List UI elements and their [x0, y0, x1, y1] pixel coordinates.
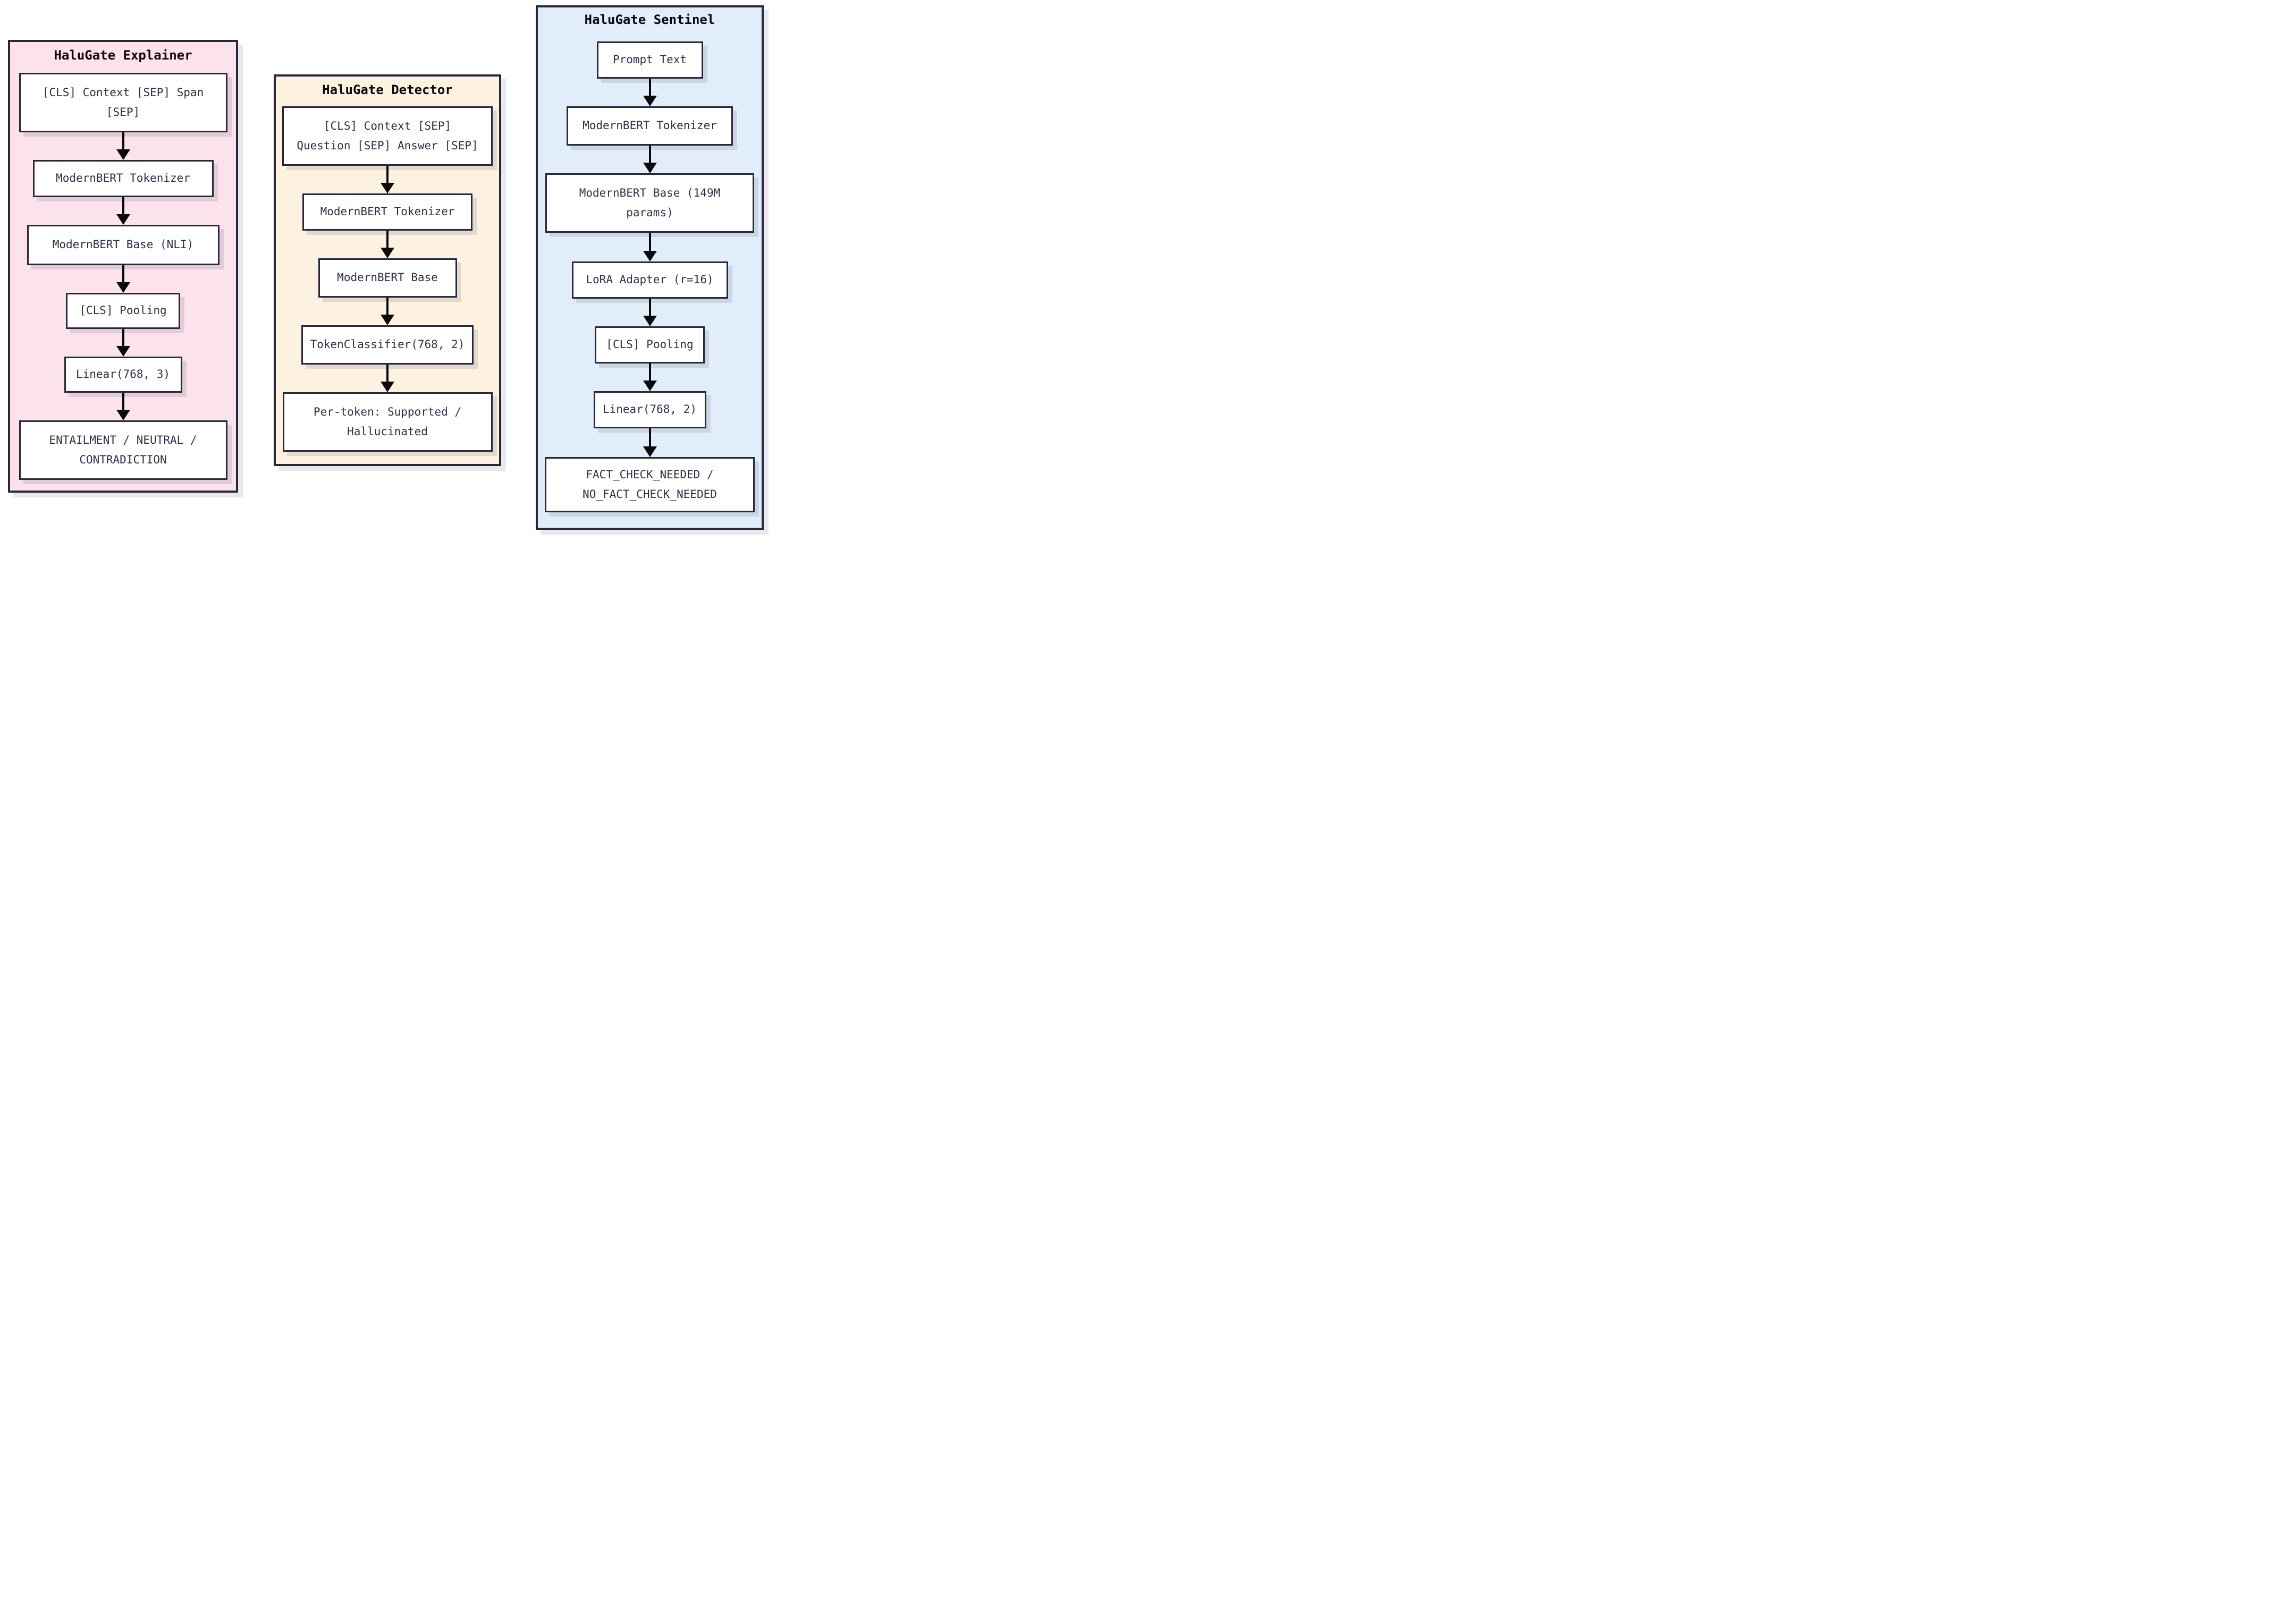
arrow-stem	[386, 166, 389, 183]
arrow-head	[116, 410, 130, 420]
arrow-head	[643, 251, 657, 261]
node-label: ModernBERT Base	[337, 271, 438, 284]
arrow-head	[381, 248, 394, 258]
arrow-down-icon	[379, 365, 395, 392]
node-sentinel-tokenizer: ModernBERT Tokenizer	[567, 106, 733, 146]
node-label: [CLS] Context [SEP] Question [SEP] Answe…	[297, 120, 478, 152]
arrow-head	[643, 446, 657, 457]
node-explainer-linear: Linear(768, 3)	[64, 357, 182, 393]
node-label: Per-token: Supported / Hallucinated	[313, 405, 462, 438]
arrow-head	[643, 381, 657, 391]
arrow-head	[643, 316, 657, 326]
arrow-stem	[386, 298, 389, 315]
node-explainer-base-nli: ModernBERT Base (NLI)	[27, 225, 220, 265]
column-detector: HaluGate Detector [CLS] Context [SEP] Qu…	[274, 74, 501, 466]
node-explainer-output: ENTAILMENT / NEUTRAL / CONTRADICTION	[19, 420, 227, 480]
node-label: ModernBERT Tokenizer	[320, 205, 455, 218]
arrow-head	[643, 96, 657, 106]
arrow-stem	[122, 329, 124, 346]
arrow-down-icon	[115, 329, 131, 357]
node-label: ModernBERT Tokenizer	[56, 172, 190, 185]
node-sentinel-base-149m: ModernBERT Base (149M params)	[545, 173, 754, 233]
arrow-head	[381, 183, 394, 193]
node-label: [CLS] Pooling	[79, 304, 167, 317]
node-detector-output: Per-token: Supported / Hallucinated	[282, 392, 493, 452]
arrow-down-icon	[379, 298, 395, 325]
arrow-head	[116, 149, 130, 160]
arrow-down-icon	[115, 132, 131, 160]
arrow-head	[643, 163, 657, 173]
arrow-head	[116, 282, 130, 293]
node-sentinel-prompt-text: Prompt Text	[596, 41, 703, 79]
arrow-stem	[122, 393, 124, 410]
arrow-down-icon	[115, 265, 131, 293]
arrow-down-icon	[115, 197, 131, 225]
arrow-down-icon	[642, 233, 658, 261]
node-explainer-input: [CLS] Context [SEP] Span [SEP]	[19, 73, 227, 132]
node-detector-input: [CLS] Context [SEP] Question [SEP] Answe…	[282, 106, 493, 166]
arrow-stem	[386, 231, 389, 248]
node-label: FACT_CHECK_NEEDED / NO_FACT_CHECK_NEEDED	[583, 468, 717, 501]
arrow-stem	[122, 265, 124, 282]
node-detector-base: ModernBERT Base	[318, 258, 457, 298]
node-sentinel-cls-pooling: [CLS] Pooling	[595, 326, 705, 364]
arrow-stem	[648, 299, 651, 316]
column-explainer-title: HaluGate Explainer	[54, 48, 192, 63]
node-label: [CLS] Context [SEP] Span [SEP]	[42, 86, 204, 119]
node-label: ENTAILMENT / NEUTRAL / CONTRADICTION	[49, 434, 197, 466]
arrow-stem	[648, 146, 651, 163]
node-label: Linear(768, 3)	[75, 368, 170, 381]
node-label: LoRA Adapter (r=16)	[586, 273, 714, 286]
node-label: TokenClassifier(768, 2)	[310, 338, 465, 351]
node-explainer-tokenizer: ModernBERT Tokenizer	[32, 160, 214, 197]
column-detector-title: HaluGate Detector	[322, 82, 453, 97]
node-label: ModernBERT Base (NLI)	[52, 238, 194, 251]
arrow-down-icon	[115, 393, 131, 420]
arrow-stem	[648, 233, 651, 251]
node-label: [CLS] Pooling	[606, 338, 694, 351]
arrow-head	[116, 346, 130, 357]
arrow-down-icon	[379, 166, 395, 193]
node-explainer-cls-pooling: [CLS] Pooling	[66, 293, 180, 329]
node-label: Prompt Text	[612, 53, 687, 66]
arrow-down-icon	[642, 79, 658, 106]
column-sentinel-title: HaluGate Sentinel	[584, 12, 715, 27]
arrow-down-icon	[642, 364, 658, 391]
arrow-head	[116, 214, 130, 225]
arrow-head	[381, 382, 394, 392]
node-sentinel-lora-adapter: LoRA Adapter (r=16)	[571, 261, 728, 299]
arrow-stem	[648, 79, 651, 96]
node-label: ModernBERT Base (149M params)	[579, 187, 721, 219]
arrow-head	[381, 315, 394, 325]
node-label: Linear(768, 2)	[602, 403, 697, 416]
arrow-stem	[648, 364, 651, 381]
column-sentinel: HaluGate Sentinel Prompt Text ModernBERT…	[536, 5, 764, 530]
node-label: ModernBERT Tokenizer	[583, 119, 717, 132]
arrow-stem	[122, 132, 124, 149]
arrow-stem	[386, 365, 389, 382]
column-explainer: HaluGate Explainer [CLS] Context [SEP] S…	[8, 40, 238, 493]
arrow-down-icon	[642, 299, 658, 326]
node-sentinel-linear: Linear(768, 2)	[593, 391, 706, 428]
arrow-down-icon	[642, 146, 658, 173]
arrow-stem	[648, 428, 651, 446]
node-detector-tokenizer: ModernBERT Tokenizer	[302, 193, 472, 231]
node-detector-token-classifier: TokenClassifier(768, 2)	[301, 325, 474, 365]
arrow-down-icon	[379, 231, 395, 258]
node-sentinel-output: FACT_CHECK_NEEDED / NO_FACT_CHECK_NEEDED	[545, 457, 755, 512]
arrow-down-icon	[642, 428, 658, 457]
arrow-stem	[122, 197, 124, 214]
